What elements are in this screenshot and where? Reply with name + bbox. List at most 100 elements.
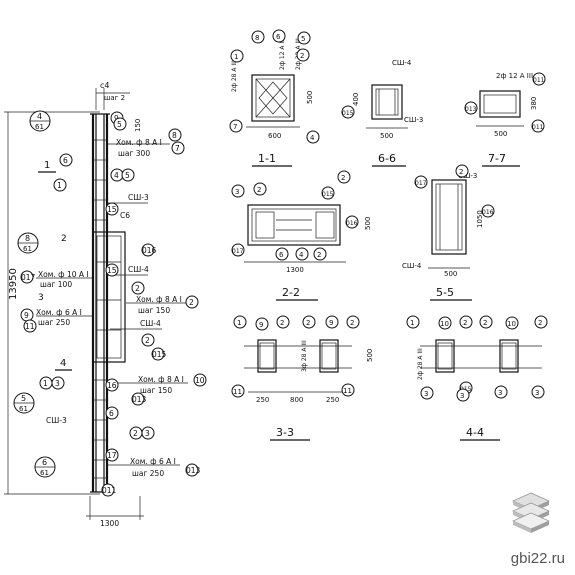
hoop-4-label: Хом. ф 6 А I <box>36 308 82 317</box>
hoop-2-step: шаг 100 <box>40 280 72 289</box>
mesh-label-4: СШ-4 <box>140 319 161 328</box>
svg-text:3: 3 <box>460 392 464 400</box>
svg-text:2: 2 <box>306 319 310 327</box>
node-ref-5-61: 5 61 <box>13 392 35 414</box>
top-step-label: шаг 2 <box>104 94 125 102</box>
mesh-label-3: СШ-4 <box>128 265 149 274</box>
s44-title: 4-4 <box>466 426 484 439</box>
svg-text:61: 61 <box>40 469 49 477</box>
bottom-width-label: 1300 <box>100 519 119 528</box>
svg-text:8: 8 <box>172 131 177 140</box>
svg-text:2: 2 <box>538 319 542 327</box>
svg-text:013: 013 <box>465 106 477 113</box>
svg-text:3: 3 <box>145 429 150 438</box>
svg-text:3: 3 <box>535 389 539 397</box>
svg-text:6: 6 <box>109 409 114 418</box>
section-4-4: 2ф 28 А III 1 10 2 2 10 2 015 3 3 3 3 4-… <box>406 315 548 441</box>
svg-text:9: 9 <box>24 311 29 320</box>
svg-text:61: 61 <box>19 405 28 413</box>
svg-text:9: 9 <box>259 321 263 329</box>
svg-text:4: 4 <box>37 112 42 121</box>
svg-text:3: 3 <box>55 379 60 388</box>
s66-title: 6-6 <box>378 152 396 165</box>
section-1-1: 600 500 2ф 28 А III 2ф 12 А III 2ф 22 А … <box>229 29 320 167</box>
watermark-text[interactable]: gbi22.ru <box>510 550 565 567</box>
hoop-callouts: Хом. ф 8 А I шаг 300 Хом. ф 10 А I шаг 1… <box>36 138 184 478</box>
svg-text:11: 11 <box>343 387 352 395</box>
svg-text:5: 5 <box>301 35 305 43</box>
hoop-2-label: Хом. ф 10 А I <box>38 270 89 279</box>
s33-dim-3: 250 <box>326 396 339 404</box>
cut-3-label: 3 <box>38 293 44 303</box>
hoop-5-label: Хом. ф 8 А I <box>138 375 184 384</box>
s11-width: 600 <box>268 132 281 140</box>
svg-text:10: 10 <box>195 376 205 385</box>
hoop-1-label: Хом. ф 8 А I <box>116 138 162 147</box>
svg-text:6: 6 <box>63 156 68 165</box>
svg-text:7: 7 <box>175 144 180 153</box>
svg-text:2: 2 <box>463 319 467 327</box>
s11-bars-2: 2ф 12 А III <box>279 38 286 70</box>
column-position-markers: 1 6 9 5 8 7 4 5 15 016 15 017 2 2 9 11 2… <box>20 111 207 497</box>
svg-text:5: 5 <box>21 394 26 403</box>
svg-text:2: 2 <box>135 284 140 293</box>
svg-text:2: 2 <box>341 174 345 182</box>
svg-text:016: 016 <box>346 220 358 227</box>
mesh-label-2: С6 <box>120 211 130 220</box>
svg-text:017: 017 <box>232 248 244 255</box>
svg-text:016: 016 <box>482 209 494 216</box>
svg-text:017: 017 <box>415 180 427 187</box>
hoop-6-step: шаг 250 <box>132 469 164 478</box>
s77-width: 500 <box>494 130 507 138</box>
node-ref-8-61: 8 61 <box>17 232 39 254</box>
svg-text:5: 5 <box>117 120 122 129</box>
s77-title: 7-7 <box>488 152 506 165</box>
svg-text:1: 1 <box>234 53 238 61</box>
svg-text:4: 4 <box>299 251 304 259</box>
total-height-label: 13950 <box>8 268 19 300</box>
hoop-5-step: шаг 150 <box>140 386 172 395</box>
slabs-logo-icon <box>512 492 550 533</box>
section-2-2: 1300 500 3 2 015 2 016 017 6 4 2 2-2 <box>231 170 372 301</box>
svg-text:11: 11 <box>25 322 35 331</box>
svg-text:011: 011 <box>533 77 545 84</box>
s22-title: 2-2 <box>282 286 300 299</box>
svg-text:3: 3 <box>498 389 502 397</box>
svg-text:8: 8 <box>25 234 30 243</box>
hoop-4-step: шаг 250 <box>38 318 70 327</box>
s77-height: 380 <box>530 97 538 110</box>
section-7-7: 500 380 2ф 12 А III 011 013 011 7-7 <box>464 72 546 167</box>
svg-text:2: 2 <box>350 319 354 327</box>
svg-text:16: 16 <box>107 381 117 390</box>
s55-mesh-bot: СШ-4 <box>402 262 422 270</box>
svg-text:7: 7 <box>233 123 237 131</box>
svg-text:6: 6 <box>276 33 281 41</box>
node-ref-4-61: 4 61 <box>29 110 51 132</box>
svg-text:3: 3 <box>424 390 428 398</box>
svg-text:2: 2 <box>459 168 463 176</box>
svg-text:013: 013 <box>132 395 147 404</box>
svg-text:61: 61 <box>35 123 44 131</box>
cut-2-label: 2 <box>61 234 67 244</box>
hoop-1-step: шаг 300 <box>118 149 150 158</box>
svg-text:011: 011 <box>102 486 117 495</box>
s55-mesh-top: СШ-3 <box>458 172 477 180</box>
section-3-3: 250 800 250 500 3ф 28 А III 1 9 2 2 9 2 … <box>231 315 374 441</box>
hoop-3-label: Хом. ф 8 А I <box>136 295 182 304</box>
hoop-6-label: Хом. ф 6 А I <box>130 457 176 466</box>
svg-text:013: 013 <box>186 466 201 475</box>
svg-text:9: 9 <box>329 319 333 327</box>
top-section-label: с4 <box>100 81 110 90</box>
s33-dim-1: 250 <box>256 396 269 404</box>
svg-text:1: 1 <box>43 379 48 388</box>
svg-text:10: 10 <box>507 320 516 328</box>
node-ref-6-61: 6 61 <box>34 456 56 478</box>
svg-text:2: 2 <box>189 298 194 307</box>
svg-text:6: 6 <box>279 251 284 259</box>
svg-text:2: 2 <box>133 429 138 438</box>
s66-height: 400 <box>352 93 360 106</box>
dim-150-label: 150 <box>134 119 142 132</box>
svg-text:016: 016 <box>142 246 157 255</box>
svg-text:2: 2 <box>145 336 150 345</box>
hoop-ticks <box>93 139 107 479</box>
